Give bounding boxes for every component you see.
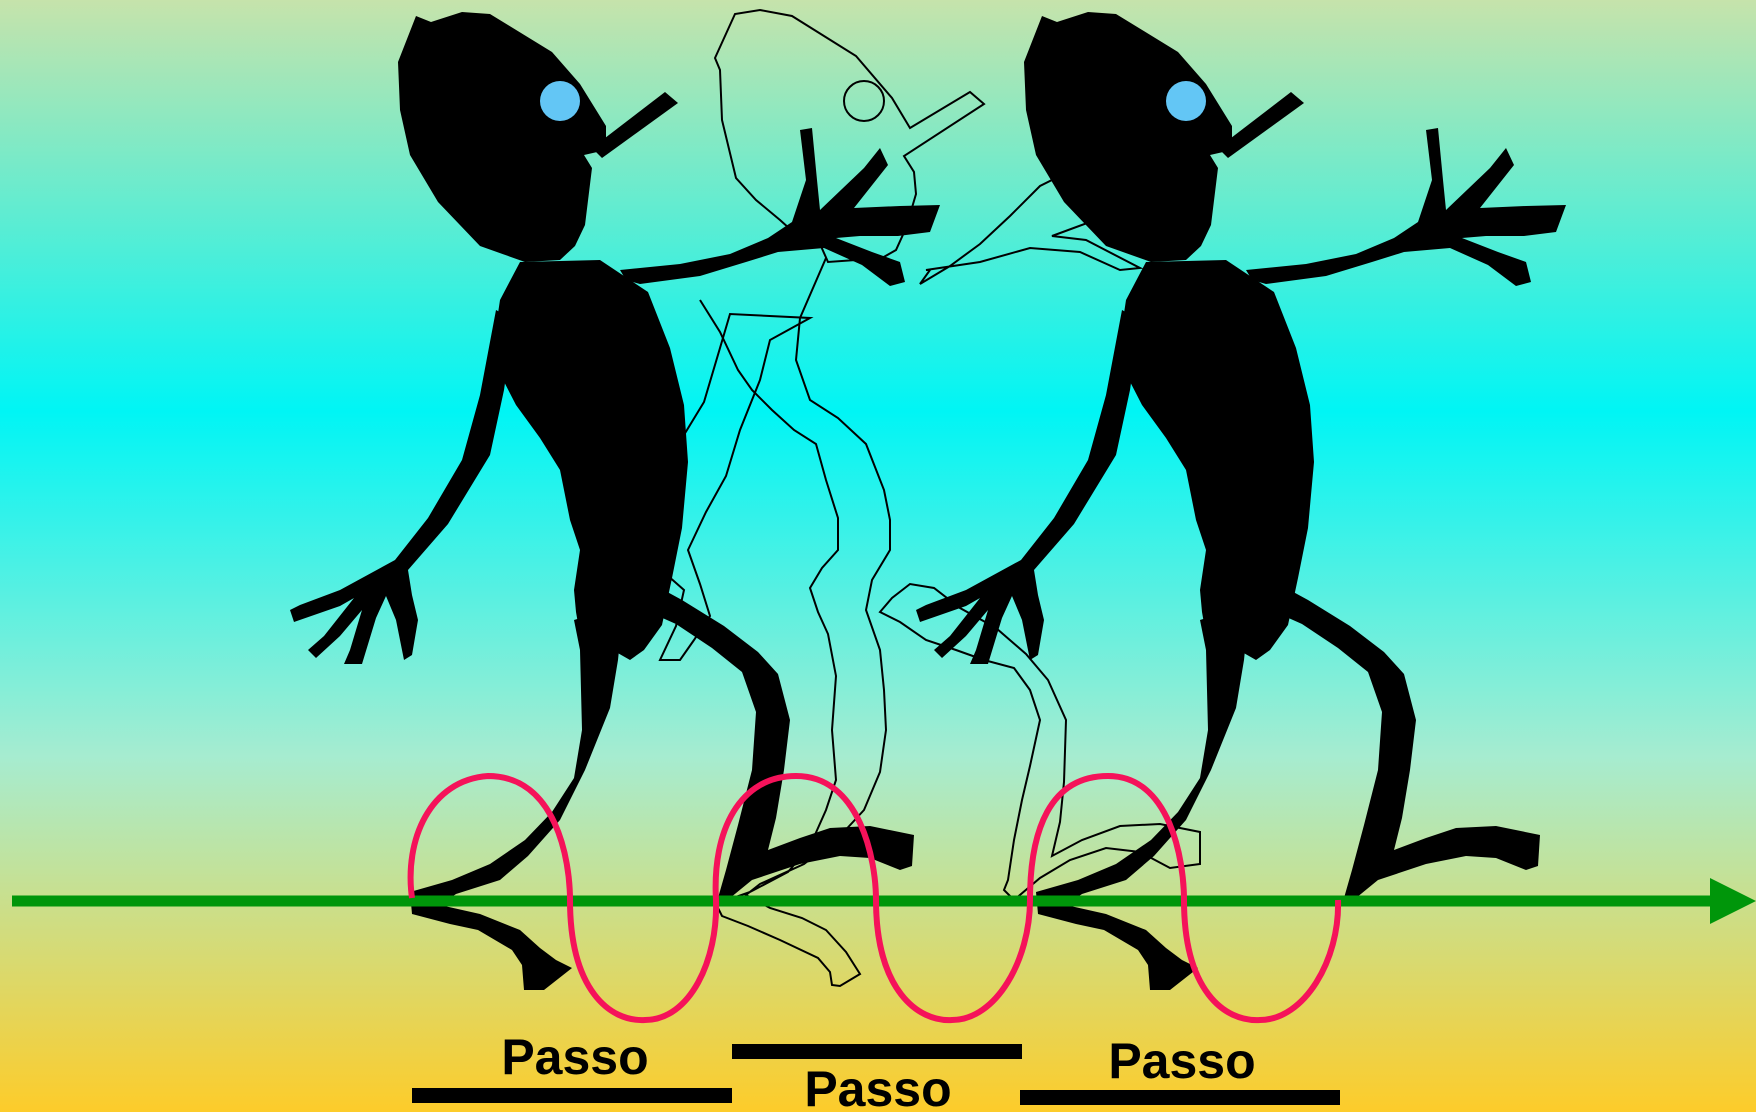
step-label-3: Passo bbox=[1108, 1033, 1255, 1089]
step-label-1: Passo bbox=[501, 1029, 648, 1085]
step-bar-3 bbox=[1020, 1090, 1340, 1105]
step-bar-2 bbox=[732, 1044, 1022, 1059]
step-label-2: Passo bbox=[804, 1061, 951, 1112]
step-bar-1 bbox=[412, 1088, 732, 1103]
